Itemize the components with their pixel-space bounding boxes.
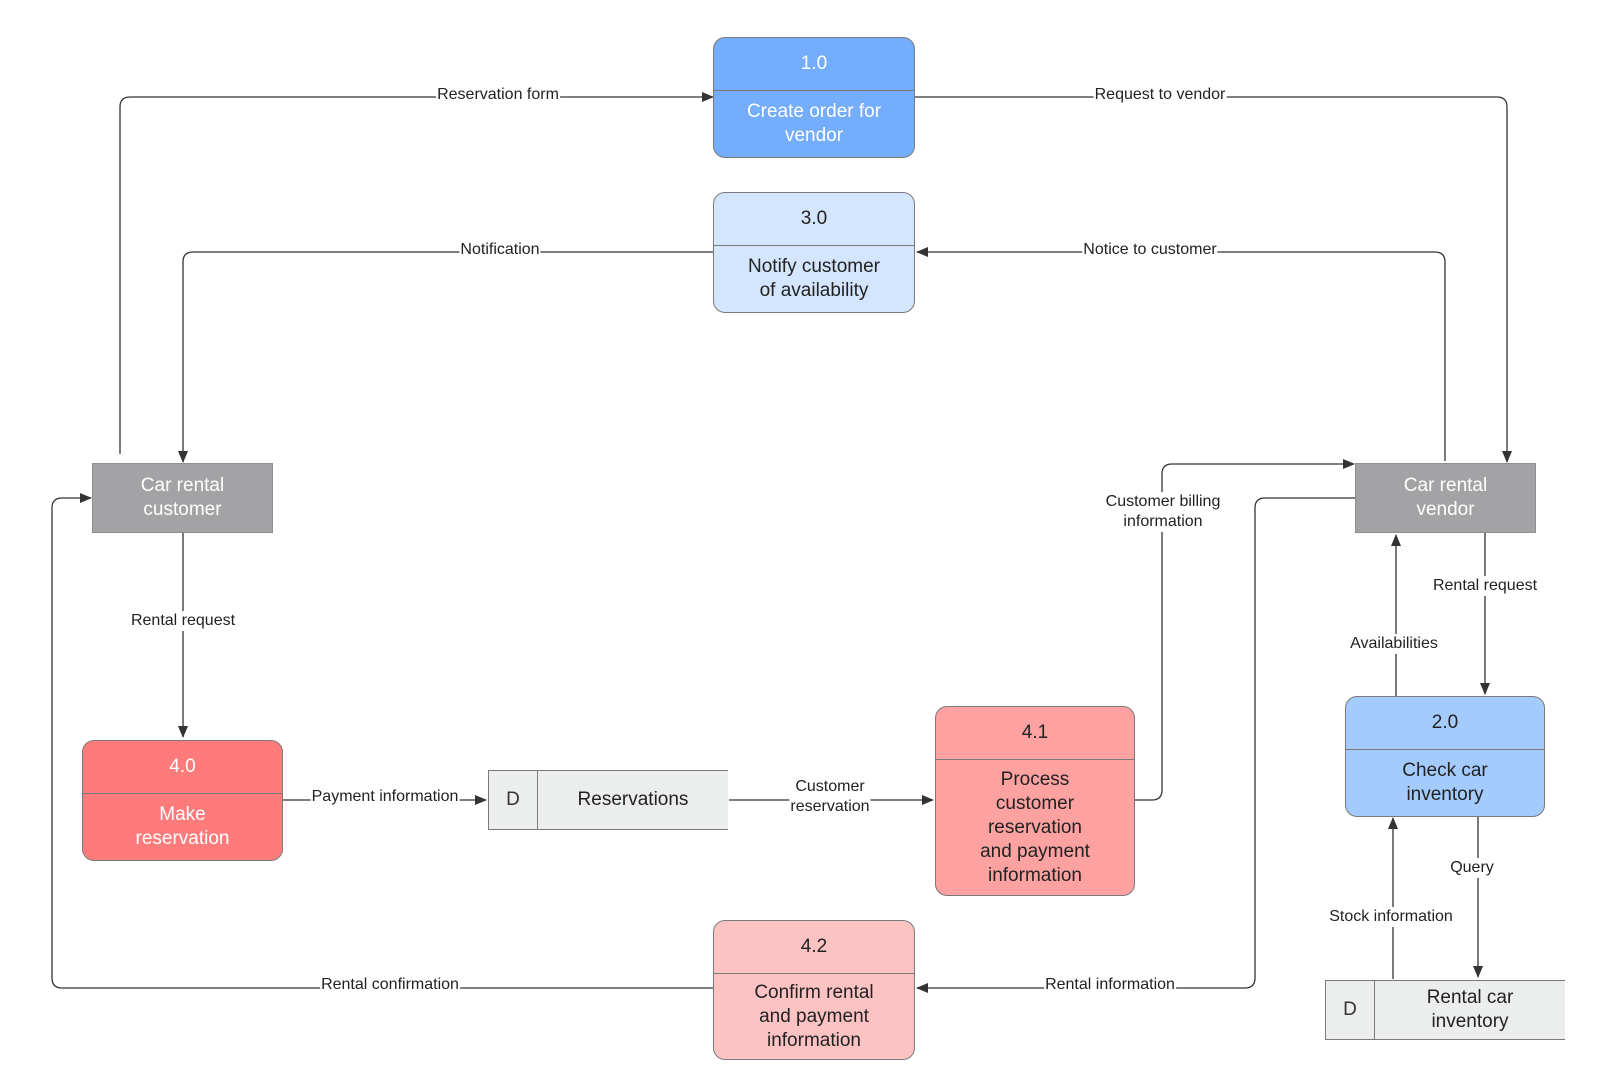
flow-label-rental-request-customer: Rental request xyxy=(129,611,237,631)
customer-billing-connector xyxy=(1135,459,1355,801)
process-name: Create order for vendor xyxy=(746,101,882,146)
flow-label-rental-request-vendor: Rental request xyxy=(1431,576,1539,596)
flow-label-request-to-vendor: Request to vendor xyxy=(1093,85,1227,105)
process-id: 4.0 xyxy=(83,741,282,794)
datastore-rental-car-inventory[interactable]: D Rental car inventory xyxy=(1325,980,1565,1040)
flow-label-query: Query xyxy=(1449,858,1495,878)
flow-label-availabilities: Availabilities xyxy=(1349,634,1439,654)
notification-connector xyxy=(178,251,713,463)
process-id: 1.0 xyxy=(714,38,914,91)
process-name: Notify customer of availability xyxy=(748,256,880,301)
process-id: 3.0 xyxy=(714,193,914,246)
process-id: 4.1 xyxy=(936,707,1134,760)
request-to-vendor-connector xyxy=(915,96,1512,463)
flow-label-rental-information: Rental information xyxy=(1044,975,1176,995)
flow-label-rental-confirmation: Rental confirmation xyxy=(320,975,460,995)
entity-car-rental-vendor[interactable]: Car rental vendor xyxy=(1355,463,1536,533)
flow-label-notification: Notification xyxy=(459,240,541,260)
datastore-id: D xyxy=(1326,981,1375,1039)
datastore-name: Rental car inventory xyxy=(1375,981,1565,1039)
datastore-reservations[interactable]: D Reservations xyxy=(488,770,728,830)
process-name: Check car inventory xyxy=(1402,760,1488,805)
process-name: Make reservation xyxy=(135,804,230,849)
flow-label-reservation-form: Reservation form xyxy=(436,85,560,105)
process-2-0[interactable]: 2.0 Check car inventory xyxy=(1345,696,1545,817)
process-name: Confirm rental and payment information xyxy=(754,981,874,1051)
flow-label-customer-billing: Customer billing information xyxy=(1104,492,1222,532)
notice-to-customer-connector xyxy=(916,247,1446,461)
process-name: Process customer reservation and payment… xyxy=(980,768,1090,886)
process-id: 2.0 xyxy=(1346,697,1544,750)
process-4-0[interactable]: 4.0 Make reservation xyxy=(82,740,283,861)
flow-label-payment-information: Payment information xyxy=(310,787,460,807)
datastore-id: D xyxy=(489,771,538,829)
entity-car-rental-customer[interactable]: Car rental customer xyxy=(92,463,273,533)
process-4-2[interactable]: 4.2 Confirm rental and payment informati… xyxy=(713,920,915,1060)
process-id: 4.2 xyxy=(714,921,914,974)
datastore-name: Reservations xyxy=(538,771,728,829)
reservation-form-connector xyxy=(119,92,714,454)
process-3-0[interactable]: 3.0 Notify customer of availability xyxy=(713,192,915,313)
process-4-1[interactable]: 4.1 Process customer reservation and pay… xyxy=(935,706,1135,896)
flow-label-customer-reservation: Customer reservation xyxy=(789,777,871,817)
flow-label-notice-to-customer: Notice to customer xyxy=(1082,240,1218,260)
rental-information-connector xyxy=(916,497,1355,993)
flow-label-stock-information: Stock information xyxy=(1328,907,1454,927)
rental-confirmation-connector xyxy=(51,493,713,989)
process-1-0[interactable]: 1.0 Create order for vendor xyxy=(713,37,915,158)
